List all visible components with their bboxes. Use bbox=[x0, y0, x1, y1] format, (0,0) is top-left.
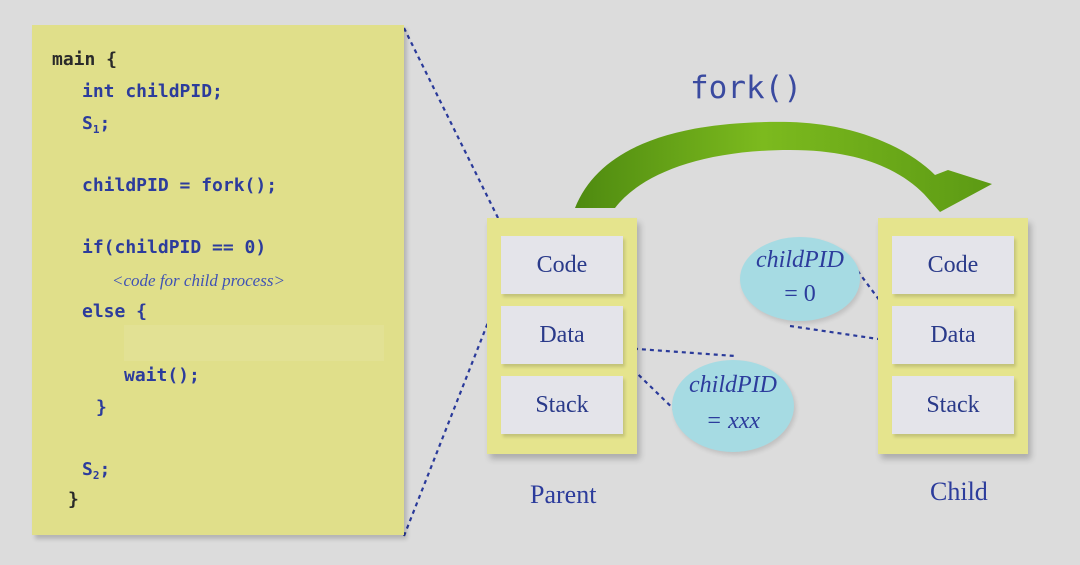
s2-subscript: 2 bbox=[92, 469, 100, 482]
child-code-segment: Code bbox=[892, 236, 1014, 294]
fork-arrow bbox=[575, 121, 992, 212]
child-pid-zero-bubble: childPID = 0 bbox=[740, 237, 860, 321]
child-data-segment: Data bbox=[892, 306, 1014, 364]
code-outer-close: } bbox=[68, 489, 79, 510]
code-inner-close: } bbox=[96, 397, 107, 418]
parent-code-segment: Code bbox=[501, 236, 623, 294]
code-main-line: main { bbox=[52, 49, 118, 70]
code-decl-line: int childPID; bbox=[82, 81, 223, 102]
code-s2-line: S2; bbox=[82, 459, 110, 482]
code-wait-line: wait(); bbox=[124, 365, 200, 386]
child-process-box: Code Data Stack bbox=[878, 218, 1028, 454]
child-bubble-line2: = 0 bbox=[784, 281, 816, 307]
fork-label: fork() bbox=[690, 70, 802, 106]
parent-bubble-line1: childPID bbox=[689, 372, 777, 398]
zoom-line-top bbox=[403, 27, 501, 223]
code-s1-line: S1; bbox=[82, 113, 110, 136]
code-if-line: if(childPID == 0) bbox=[82, 237, 267, 258]
parent-bubble-line2: = xxx bbox=[705, 408, 761, 434]
s2-semicolon: ; bbox=[99, 459, 111, 480]
code-panel: main { int childPID; S1; childPID = fork… bbox=[32, 25, 404, 535]
else-body-placeholder bbox=[124, 325, 384, 361]
code-else-line: else { bbox=[82, 301, 148, 322]
parent-label: Parent bbox=[530, 480, 597, 509]
child-bubble-line1: childPID bbox=[756, 247, 844, 273]
s1-symbol: S bbox=[82, 113, 93, 134]
parent-data-segment: Data bbox=[501, 306, 623, 364]
code-fork-line: childPID = fork(); bbox=[82, 175, 278, 196]
parent-data-link-1 bbox=[609, 345, 736, 358]
s1-semicolon: ; bbox=[99, 113, 111, 134]
s1-subscript: 1 bbox=[92, 123, 100, 136]
zoom-line-bottom bbox=[402, 291, 502, 537]
parent-stack-segment: Stack bbox=[501, 376, 623, 434]
parent-process-box: Code Data Stack bbox=[487, 218, 637, 454]
s2-symbol: S bbox=[82, 459, 93, 480]
child-code-comment: <code for child process> bbox=[112, 271, 285, 290]
child-stack-segment: Stack bbox=[892, 376, 1014, 434]
parent-pid-xxx-bubble: childPID = xxx bbox=[672, 360, 794, 452]
child-label: Child bbox=[930, 477, 988, 506]
